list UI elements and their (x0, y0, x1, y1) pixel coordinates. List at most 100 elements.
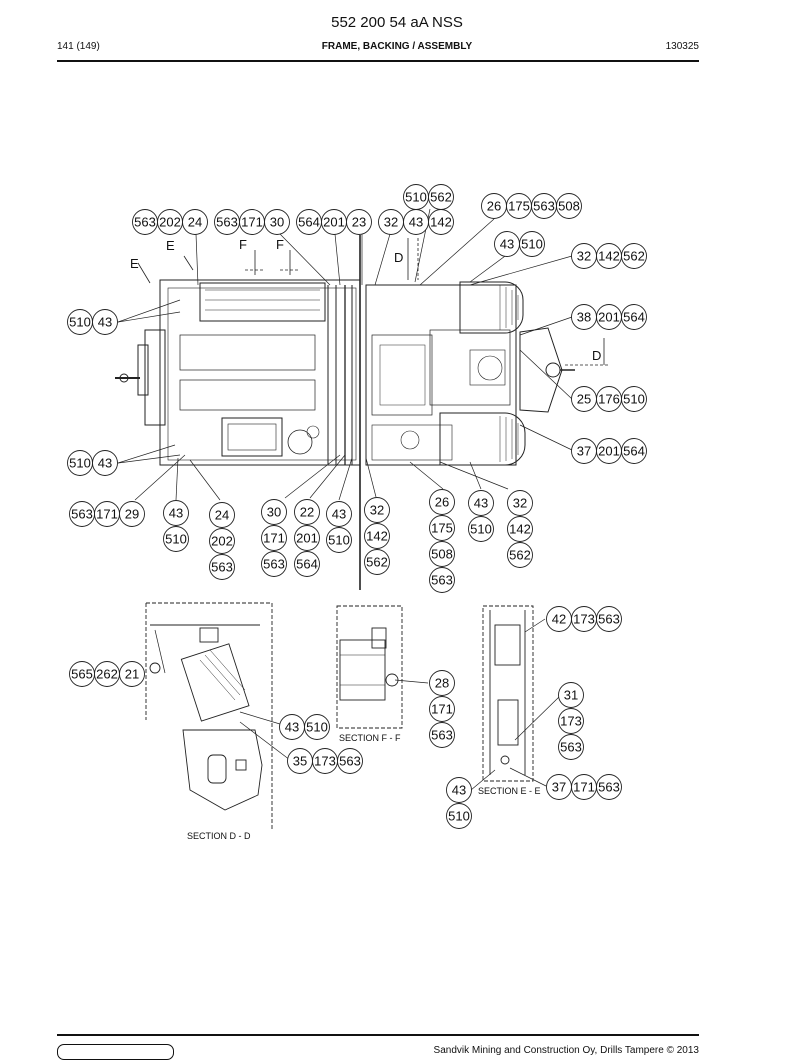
callout-number: 24 (215, 508, 229, 523)
callout-number: 142 (366, 529, 388, 544)
callout-number: 510 (448, 809, 470, 824)
callout-number: 565 (71, 667, 93, 682)
callout-balloon (621, 438, 647, 464)
callout-balloon (446, 803, 472, 829)
callout-number: 43 (452, 783, 466, 798)
callout-balloon (364, 523, 390, 549)
callout-number: 175 (508, 199, 530, 214)
callout-number: 564 (623, 310, 645, 325)
callout-balloon (209, 502, 235, 528)
callout-number: 43 (500, 237, 514, 252)
callout-balloon (294, 499, 320, 525)
callout-balloon (621, 243, 647, 269)
callout-number: 510 (521, 237, 543, 252)
callout-group: 43 510 (163, 500, 189, 552)
callout-number: 42 (552, 612, 566, 627)
callout-balloon (621, 386, 647, 412)
view-letter: E (130, 256, 139, 271)
callout-number: 201 (323, 215, 345, 230)
callout-number: 22 (300, 505, 314, 520)
callout-number: 173 (314, 754, 336, 769)
callout-balloon (209, 554, 235, 580)
callout-number: 43 (474, 496, 488, 511)
callout-number: 202 (211, 534, 233, 549)
callout-number: 563 (339, 754, 361, 769)
document-number: 552 200 54 aA NSS (331, 14, 463, 31)
callout-number: 201 (296, 531, 318, 546)
callout-balloon (446, 777, 472, 803)
callout-group: 43 510 (494, 231, 545, 257)
callout-number: 563 (598, 780, 620, 795)
callout-number: 32 (384, 215, 398, 230)
callout-number: 171 (241, 215, 263, 230)
document-date: 130325 (665, 41, 699, 52)
callout-balloon (429, 541, 455, 567)
callout-balloon (326, 501, 352, 527)
callout-number: 563 (263, 557, 285, 572)
callout-balloon (304, 714, 330, 740)
callout-number: 510 (165, 532, 187, 547)
callout-balloon (429, 722, 455, 748)
callout-balloon (429, 515, 455, 541)
callout-number: 32 (513, 496, 527, 511)
callout-number: 142 (598, 249, 620, 264)
callout-number: 563 (431, 728, 453, 743)
callout-number: 171 (263, 531, 285, 546)
callout-number: 564 (623, 444, 645, 459)
callout-number: 563 (216, 215, 238, 230)
callout-number: 510 (623, 392, 645, 407)
section-label: SECTION D - D (187, 831, 251, 841)
callout-number: 171 (573, 780, 595, 795)
callout-number: 142 (430, 215, 452, 230)
callout-balloon (507, 542, 533, 568)
callout-number: 510 (69, 456, 91, 471)
callout-number: 173 (560, 714, 582, 729)
view-letter: F (276, 237, 284, 252)
callout-number: 202 (159, 215, 181, 230)
callout-balloon (261, 551, 287, 577)
callout-number: 43 (285, 720, 299, 735)
callout-balloon (92, 450, 118, 476)
callout-balloon (558, 682, 584, 708)
callout-number: 142 (509, 522, 531, 537)
leader-lines (117, 208, 573, 501)
view-letter: E (166, 238, 175, 253)
machine-top-view (115, 235, 610, 590)
section-d-d-drawing (145, 602, 291, 830)
callout-balloon (556, 193, 582, 219)
callout-number: 563 (560, 740, 582, 755)
callout-balloon (264, 209, 290, 235)
callout-balloon (519, 231, 545, 257)
callout-number: 508 (558, 199, 580, 214)
callout-number: 26 (435, 495, 449, 510)
header-rule (57, 60, 699, 62)
callout-number: 508 (431, 547, 453, 562)
callout-balloon (209, 528, 235, 554)
callout-number: 43 (169, 506, 183, 521)
callout-balloon (364, 549, 390, 575)
callout-balloon (468, 490, 494, 516)
callout-balloon (621, 304, 647, 330)
callout-balloon (119, 501, 145, 527)
callout-number: 562 (623, 249, 645, 264)
callout-balloon (558, 734, 584, 760)
footer-copyright: Sandvik Mining and Construction Oy, Dril… (433, 1045, 699, 1056)
callout-number: 28 (435, 676, 449, 691)
